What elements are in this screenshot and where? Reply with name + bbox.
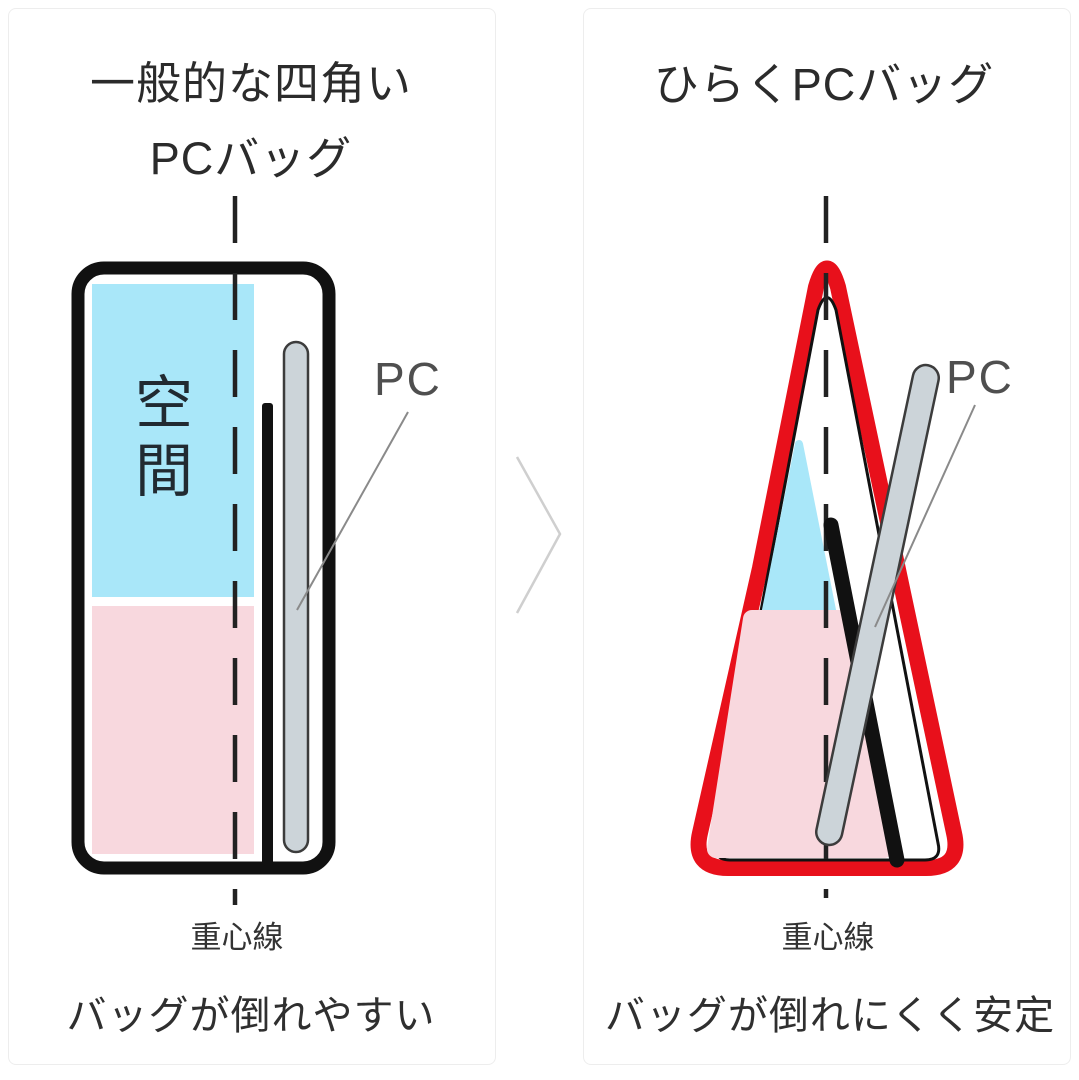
right-title: ひらくPCバッグ [653, 59, 995, 110]
left-caption: バッグが倒れやすい [66, 994, 436, 1038]
left-title-line1: 一般的な四角い [89, 58, 413, 109]
chevron-right-icon [515, 456, 562, 614]
gravity-line-label: 重心線 [781, 920, 875, 955]
right-panel-hiraku-bag [583, 8, 1071, 1065]
gravity-line-label: 重心線 [190, 920, 284, 955]
pc-label: PC [374, 353, 442, 405]
pc-label: PC [946, 351, 1014, 403]
right-caption: バッグが倒れにくく安定 [604, 994, 1056, 1038]
left-title-line2: PCバッグ [149, 133, 353, 184]
space-label: 空間 [126, 372, 191, 508]
